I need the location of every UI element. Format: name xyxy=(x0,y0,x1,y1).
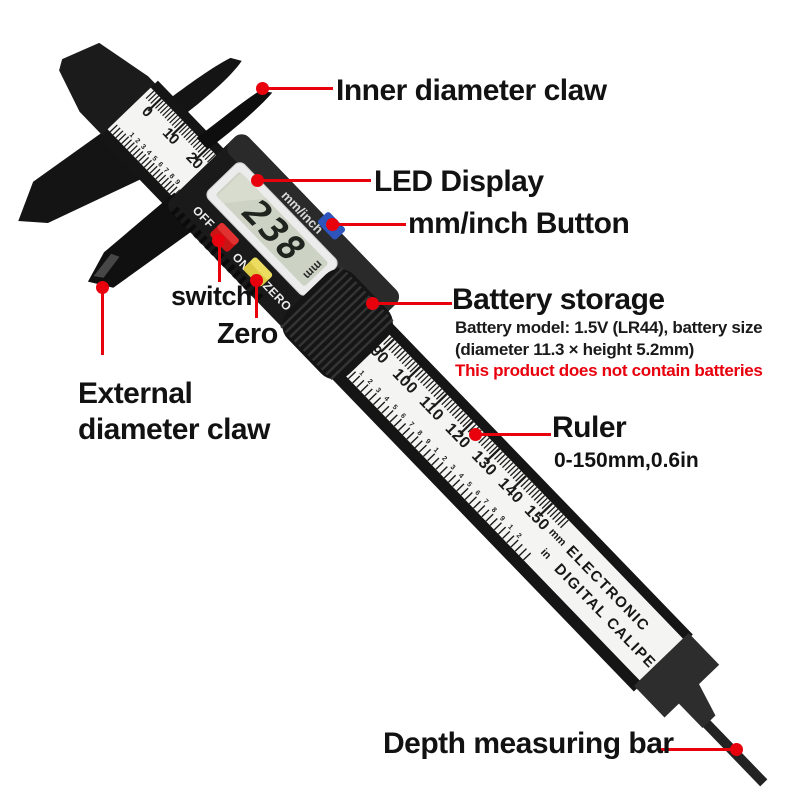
callout-line-external-claw xyxy=(101,293,104,355)
inch-scale-digit: 1 xyxy=(358,370,366,378)
head-inch-minor-ticks xyxy=(109,124,181,197)
label-battery-storage: Battery storage xyxy=(452,283,665,316)
inch-scale-digit: 9 xyxy=(498,515,506,523)
inch-scale-digit: 2 xyxy=(366,378,374,386)
slider-top-bevel xyxy=(227,134,399,311)
inch-scale-digit: 2 xyxy=(133,137,141,145)
label-external-claw-line1: External xyxy=(78,377,193,410)
inch-scale-digit: 5 xyxy=(391,404,399,412)
power-switch-highlight xyxy=(217,223,239,245)
inch-scale-digit: 4 xyxy=(457,472,465,480)
callout-dot-switch xyxy=(212,234,225,247)
callout-line-inner-claw xyxy=(266,87,333,90)
inch-scale-digit: 8 xyxy=(415,430,423,438)
inch-scale-digit: 7 xyxy=(482,498,490,506)
callout-line-led-display xyxy=(261,179,371,182)
label-ruler: Ruler xyxy=(552,411,627,444)
battery-size-line: (diameter 11.3 × height 5.2mm) xyxy=(455,339,695,359)
moving-inner-claw xyxy=(196,90,273,150)
callout-line-zero xyxy=(255,286,258,318)
beam-end-cap xyxy=(633,633,720,729)
label-external-claw-line2: diameter claw xyxy=(78,413,270,446)
callout-dot-ruler xyxy=(469,428,482,441)
battery-cover-wheel xyxy=(282,268,393,380)
inch-scale-digit: 5 xyxy=(465,481,473,489)
inch-scale-digit: 4 xyxy=(145,149,153,157)
fixed-inner-claw xyxy=(163,57,242,120)
callout-dot-battery xyxy=(366,297,379,310)
label-zero: Zero xyxy=(217,318,278,350)
lcd-glare2 xyxy=(216,172,267,204)
callout-dot-depth-bar xyxy=(730,743,743,756)
label-ruler-range: 0-150mm,0.6in xyxy=(554,449,699,472)
label-inner-claw: Inner diameter claw xyxy=(336,74,607,107)
label-external-claw: External diameter claw xyxy=(78,376,270,448)
inch-scale-digit: 3 xyxy=(374,387,382,395)
inch-scale-digit: 6 xyxy=(473,489,481,497)
zero-button xyxy=(243,257,273,287)
label-led-display: LED Display xyxy=(374,165,544,198)
battery-details: Battery model: 1.5V (LR44), battery size… xyxy=(455,317,763,382)
battery-warning: This product does not contain batteries xyxy=(455,361,763,380)
moving-external-jaw xyxy=(87,192,204,288)
callout-dot-led-display xyxy=(251,174,264,187)
callout-line-switch xyxy=(218,246,221,282)
label-mm-inch-button: mm/inch Button xyxy=(408,207,630,240)
inch-scale-digit: 8 xyxy=(168,173,176,181)
callout-line-ruler xyxy=(479,433,551,436)
zero-button-highlight xyxy=(250,257,273,280)
battery-model-line: Battery model: 1.5V (LR44), battery size xyxy=(455,318,763,337)
callout-dot-external-claw xyxy=(96,281,109,294)
callout-dot-inner-claw xyxy=(256,82,269,95)
inch-scale-digit: 7 xyxy=(162,167,170,175)
callout-line-depth-bar xyxy=(658,748,732,751)
inch-scale-digit: 2 xyxy=(440,455,448,463)
moving-jaw-glare xyxy=(93,253,120,278)
slider-grip-teeth xyxy=(170,206,265,304)
beam-inch-minor-ticks xyxy=(347,371,533,563)
label-switch: switch xyxy=(171,281,253,311)
inch-scale-digit: 3 xyxy=(139,143,147,151)
callout-line-mm-inch-button xyxy=(336,223,406,226)
label-depth-bar: Depth measuring bar xyxy=(383,727,674,760)
inch-scale-digit: 1 xyxy=(506,524,514,532)
callout-dot-mm-inch-button xyxy=(326,218,339,231)
inch-scale-digit: 1 xyxy=(128,131,136,139)
inch-scale-digit: 2 xyxy=(515,532,523,540)
beam-mm-major-ticks xyxy=(380,338,561,525)
callout-line-battery xyxy=(376,302,452,305)
inch-scale-digit: 4 xyxy=(382,395,390,403)
callout-dot-zero xyxy=(250,274,263,287)
inch-scale-digit: 1 xyxy=(432,447,440,455)
inch-scale-digit: 6 xyxy=(399,412,407,420)
inch-scale-digit: 7 xyxy=(407,421,415,429)
inch-scale-digit: 6 xyxy=(156,161,164,169)
inch-scale-digit: 3 xyxy=(449,464,457,472)
inch-scale-digit: 9 xyxy=(424,438,432,446)
inch-scale-digit: 5 xyxy=(150,155,158,163)
inch-scale-digit: 8 xyxy=(490,507,498,515)
inch-scale-digit: 9 xyxy=(173,179,181,187)
